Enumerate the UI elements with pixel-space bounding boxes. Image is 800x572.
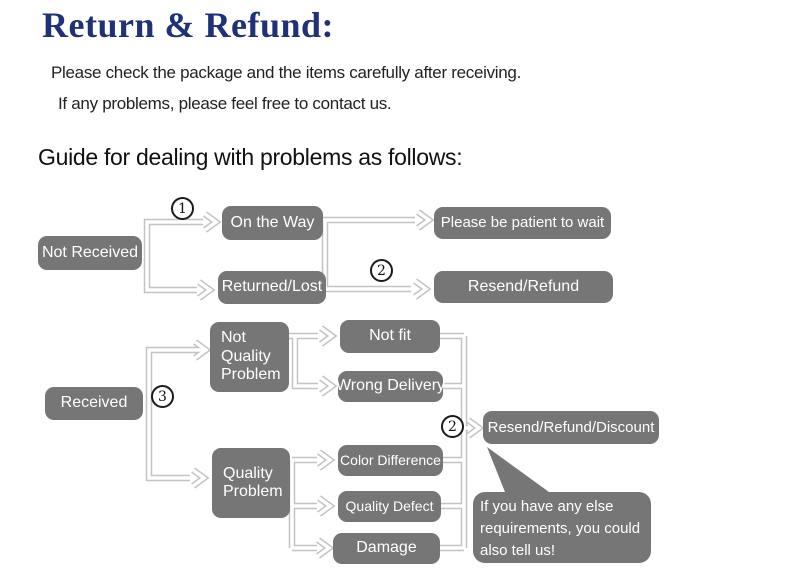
node-resend-refund: Resend/Refund <box>434 271 613 303</box>
step-marker-3: 3 <box>151 385 174 408</box>
step-marker-2b: 2 <box>441 415 464 438</box>
node-resend-refund-discount: Resend/Refund/Discount <box>483 411 659 444</box>
node-quality-defect: Quality Defect <box>338 491 441 522</box>
guide-heading: Guide for dealing with problems as follo… <box>38 144 463 170</box>
step-marker-1-number: 1 <box>178 200 187 217</box>
node-on-the-way: On the Way <box>222 206 323 240</box>
node-not-fit: Not fit <box>340 320 440 353</box>
note-bubble: If you have any else requirements, you c… <box>473 492 651 563</box>
node-not-received: Not Received <box>38 236 142 270</box>
step-marker-3-number: 3 <box>158 388 167 405</box>
step-marker-1: 1 <box>171 197 194 220</box>
intro-line-1: Please check the package and the items c… <box>51 63 521 82</box>
intro-line-2: If any problems, please feel free to con… <box>58 94 392 113</box>
page-title: Return & Refund: <box>42 5 334 45</box>
node-received: Received <box>45 387 143 420</box>
node-color-difference: Color Difference <box>338 445 443 476</box>
step-marker-2: 2 <box>370 259 393 282</box>
node-wrong-delivery: Wrong Delivery <box>336 371 445 402</box>
node-returned-lost: Returned/Lost <box>218 271 326 304</box>
step-marker-2-number: 2 <box>377 262 386 279</box>
node-not-quality-problem: Not Quality Problem <box>210 322 289 392</box>
step-marker-2b-number: 2 <box>448 418 457 435</box>
node-damage: Damage <box>333 533 440 564</box>
node-please-be-patient: Please be patient to wait <box>434 207 611 239</box>
node-quality-problem: Quality Problem <box>212 448 290 518</box>
note-bubble-tail <box>487 447 549 492</box>
